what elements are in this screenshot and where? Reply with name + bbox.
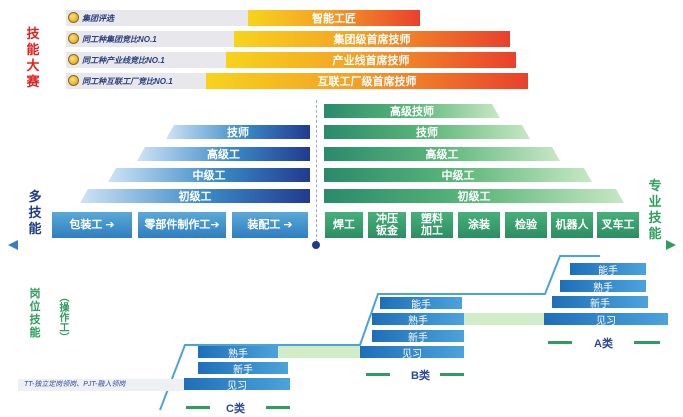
- post-skill-char: 位: [29, 301, 41, 313]
- skill-axis: [8, 240, 676, 250]
- competition-title-char: 技: [26, 26, 40, 41]
- post-skill-char: 岗: [29, 288, 41, 300]
- stair-c-step: 熟手: [198, 346, 278, 360]
- category-a-label: A类: [594, 338, 613, 350]
- left-job-label: 装配工: [247, 219, 281, 231]
- competition-row-label: 同工种互联工厂竞比NO.1: [82, 76, 173, 86]
- category-b-line-right: [440, 373, 464, 376]
- competition-row-bar: 集团级首席技师: [234, 31, 510, 47]
- category-c-label: C类: [226, 403, 245, 415]
- stair-a-step: 熟手: [560, 280, 646, 294]
- right-axis-char: 业: [648, 194, 662, 209]
- category-b-line-left: [366, 373, 390, 376]
- right-level-bar: 初级工: [324, 189, 624, 203]
- competition-row-label: 集团评选: [82, 13, 114, 23]
- left-level-bar: 高级工: [137, 147, 310, 161]
- competition-title-char: 赛: [26, 74, 40, 89]
- stair-c-step: 见习: [184, 378, 290, 392]
- category-b-label: B类: [411, 370, 430, 382]
- right-axis-label: 专 业 技 能: [644, 178, 666, 242]
- stair-b-step: 见习: [360, 346, 464, 360]
- post-skill-subtitle: （操作工）: [57, 292, 68, 342]
- right-level-bar: 中级工: [324, 168, 592, 182]
- left-job-box: 包装工 ➔: [52, 212, 132, 238]
- left-level-bar: 初级工: [80, 189, 310, 203]
- right-level-bar: 高级技师: [324, 104, 500, 118]
- stair-c-step: 新手: [198, 362, 288, 376]
- staircase-path: [159, 255, 600, 411]
- stair-b-step: 新手: [372, 330, 464, 344]
- right-axis-char: 技: [648, 210, 662, 225]
- center-divider: [316, 100, 318, 242]
- right-job-box: 检验: [505, 212, 547, 238]
- right-level-bar: 高级工: [324, 147, 560, 161]
- post-skill-char: 技: [29, 314, 41, 326]
- left-job-box: 装配工 ➔: [232, 212, 308, 238]
- competition-row: 同工种互联工厂竞比NO.1 互联工厂级首席技师: [66, 73, 528, 89]
- category-a-line-right: [634, 341, 660, 344]
- stair-a-step: 新手: [552, 296, 648, 310]
- stair-a-step: 能手: [570, 263, 646, 277]
- medal-icon: [68, 75, 79, 86]
- competition-title-char: 能: [26, 42, 40, 57]
- competition-row: 集团评选 智能工匠: [66, 10, 422, 26]
- stair-b-step: 能手: [380, 297, 462, 311]
- right-axis-char: 能: [648, 226, 662, 241]
- right-job-box: 冲压钣金: [368, 212, 406, 238]
- footnote: TT-独立定岗领岗、PJT-融入领岗: [18, 379, 184, 391]
- left-axis-char: 能: [28, 221, 42, 236]
- stair-c-connector: [278, 346, 360, 358]
- post-skill-char: 能: [29, 327, 41, 339]
- competition-title-char: 大: [26, 58, 40, 73]
- competition-row-bar: 互联工厂级首席技师: [206, 73, 528, 89]
- left-job-box: 零部件制作工➔: [138, 212, 226, 238]
- left-job-label: 包装工: [69, 219, 103, 231]
- medal-icon: [68, 54, 79, 65]
- category-a-line-left: [548, 341, 572, 344]
- right-job-box: 塑料加工: [411, 212, 453, 238]
- medal-icon: [68, 12, 79, 23]
- arrow-icon: ➔: [102, 219, 115, 231]
- competition-row-label: 同工种集团竞比NO.1: [82, 34, 157, 44]
- category-c-line-left: [186, 406, 210, 409]
- left-level-bar: 中级工: [108, 168, 310, 182]
- competition-row: 同工种产业线竞比NO.1 产业线首席技师: [66, 52, 516, 68]
- right-job-box: 机器人: [551, 212, 593, 238]
- stair-b-connector: [464, 313, 544, 325]
- medal-icon: [68, 33, 79, 44]
- stair-a-step: 见习: [544, 313, 668, 327]
- left-axis-char: 技: [28, 205, 42, 220]
- post-skill-title: 岗 位 技 能: [24, 288, 46, 340]
- left-axis-char: 多: [28, 189, 42, 204]
- left-axis-label: 多 技 能: [24, 189, 46, 237]
- stair-b-step: 熟手: [372, 313, 464, 327]
- right-job-box: 焊工: [325, 212, 363, 238]
- arrow-icon: ➔: [280, 219, 293, 231]
- competition-title: 技 能 大 赛: [22, 26, 44, 90]
- competition-row-bar: 产业线首席技师: [226, 52, 516, 68]
- right-axis-char: 专: [648, 178, 662, 193]
- competition-row-label: 同工种产业线竞比NO.1: [82, 55, 165, 65]
- right-job-box: 叉车工: [597, 212, 639, 238]
- right-job-box: 涂装: [458, 212, 500, 238]
- right-level-bar: 技师: [324, 125, 530, 139]
- arrow-icon: ➔: [210, 219, 220, 231]
- competition-row: 同工种集团竞比NO.1 集团级首席技师: [66, 31, 510, 47]
- left-job-label: 零部件制作工: [144, 219, 211, 231]
- competition-row-bar: 智能工匠: [248, 10, 420, 26]
- category-c-line-right: [266, 406, 290, 409]
- left-level-bar: 技师: [166, 125, 310, 139]
